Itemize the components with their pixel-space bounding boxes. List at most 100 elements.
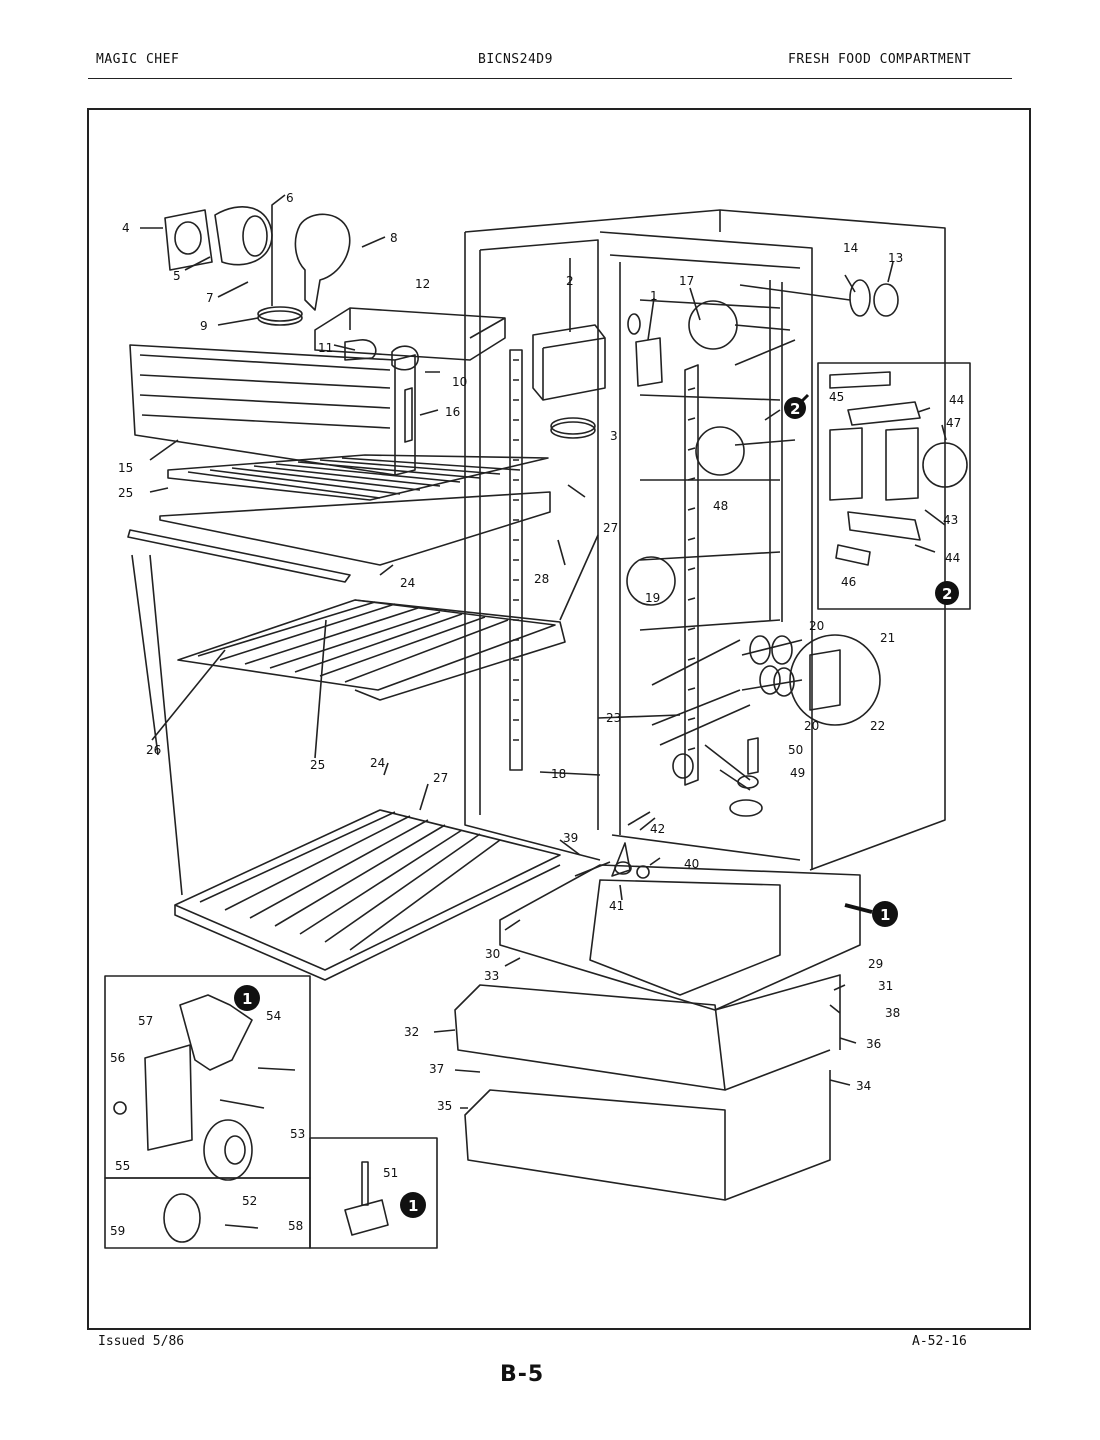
callout-6: 6 (286, 191, 294, 205)
callout-21: 21 (880, 631, 895, 645)
part-44-top (847, 401, 921, 426)
roller-52b (163, 1193, 201, 1243)
callout-42: 42 (650, 822, 665, 836)
callout-20b: 20 (804, 719, 819, 733)
callout-labels: 1 2 3 4 5 6 7 8 9 10 11 12 13 14 15 16 1… (110, 191, 964, 1238)
callout-16: 16 (445, 405, 460, 419)
callout-30: 30 (485, 947, 500, 961)
shelf-middle (177, 599, 556, 691)
inset-box-51 (309, 1137, 438, 1249)
switch-housing (294, 213, 351, 311)
hinge-detail-21 (789, 634, 881, 726)
callout-49: 49 (790, 766, 805, 780)
callout-10: 10 (452, 375, 467, 389)
badge-detail-2-box: 2 (935, 581, 959, 605)
part-39 (574, 842, 631, 877)
leveler-51 (344, 1199, 389, 1236)
callout-53: 53 (290, 1127, 305, 1141)
detail-circle-17 (688, 300, 738, 350)
callout-59: 59 (110, 1224, 125, 1238)
callout-55: 55 (115, 1159, 130, 1173)
callout-25b: 25 (310, 758, 325, 772)
svg-text:1: 1 (408, 1197, 418, 1215)
part-43 (829, 427, 919, 501)
callout-58: 58 (288, 1219, 303, 1233)
shelf-bracket-upper (159, 491, 551, 566)
callout-9: 9 (200, 319, 208, 333)
callout-57: 57 (138, 1014, 153, 1028)
light-socket-plate (164, 209, 213, 271)
crisper-well (589, 879, 781, 996)
callout-45: 45 (829, 390, 844, 404)
callout-4: 4 (122, 221, 130, 235)
callout-50: 50 (788, 743, 803, 757)
crisper-drawer-35 (464, 1089, 726, 1201)
callout-23: 23 (606, 711, 621, 725)
bracket-54 (179, 994, 253, 1071)
callout-46: 46 (841, 575, 856, 589)
callout-29: 29 (868, 957, 883, 971)
svg-text:1: 1 (242, 990, 252, 1008)
callout-36: 36 (866, 1037, 881, 1051)
callout-11: 11 (318, 341, 333, 355)
callout-20a: 20 (809, 619, 824, 633)
callout-15: 15 (118, 461, 133, 475)
callout-39: 39 (563, 831, 578, 845)
bulb-10 (391, 345, 419, 371)
callout-19: 19 (645, 591, 660, 605)
callout-52: 52 (242, 1194, 257, 1208)
document-number: A-52-16 (912, 1334, 967, 1349)
callout-24a: 24 (400, 576, 415, 590)
knob-3 (550, 421, 596, 439)
callout-33: 33 (484, 969, 499, 983)
callout-34: 34 (856, 1079, 871, 1093)
svg-text:2: 2 (942, 585, 952, 603)
part-44-bottom (847, 511, 921, 541)
page-number: B-5 (500, 1362, 545, 1387)
part-45 (829, 371, 891, 389)
shelf-upper (167, 454, 549, 501)
callout-44a: 44 (949, 393, 964, 407)
callout-38: 38 (885, 1006, 900, 1020)
callout-13: 13 (888, 251, 903, 265)
brand-name: MAGIC CHEF (96, 52, 180, 67)
callout-26: 26 (146, 743, 161, 757)
callout-12: 12 (415, 277, 430, 291)
handle-16 (404, 387, 413, 443)
callout-41: 41 (609, 899, 624, 913)
crisper-frame (499, 864, 861, 1011)
callout-24b: 24 (370, 756, 385, 770)
callout-17: 17 (679, 274, 694, 288)
detail-badges: 2 2 1 1 1 (234, 393, 959, 1218)
badge-detail-1-cabinet: 1 (844, 901, 898, 927)
part-46 (835, 544, 871, 566)
crisper-drawer-32 (454, 984, 726, 1091)
callout-18: 18 (551, 767, 566, 781)
model-number: BICNS24D9 (478, 52, 553, 67)
cap-13 (873, 283, 899, 317)
thermostat (635, 337, 663, 387)
screw-50 (747, 737, 759, 775)
right-ladder-rail (684, 364, 699, 786)
callout-54: 54 (266, 1009, 281, 1023)
callout-48: 48 (713, 499, 728, 513)
callout-40: 40 (684, 857, 699, 871)
control-box (532, 324, 606, 401)
detail-box-2 (817, 362, 971, 610)
callout-32: 32 (404, 1025, 419, 1039)
pin-53 (219, 1067, 296, 1109)
issued-date: Issued 5/86 (98, 1334, 185, 1349)
callout-56: 56 (110, 1051, 125, 1065)
callout-1: 1 (650, 289, 658, 303)
inset-box-1 (104, 975, 311, 1179)
part-47-circle (922, 442, 968, 488)
callout-5: 5 (173, 269, 181, 283)
header-rule (88, 78, 1012, 79)
callout-37: 37 (429, 1062, 444, 1076)
screw-56 (113, 1101, 127, 1115)
callout-27b: 27 (433, 771, 448, 785)
callout-7: 7 (206, 291, 214, 305)
svg-text:2: 2 (790, 400, 800, 418)
cabinet-illustration (464, 209, 946, 871)
